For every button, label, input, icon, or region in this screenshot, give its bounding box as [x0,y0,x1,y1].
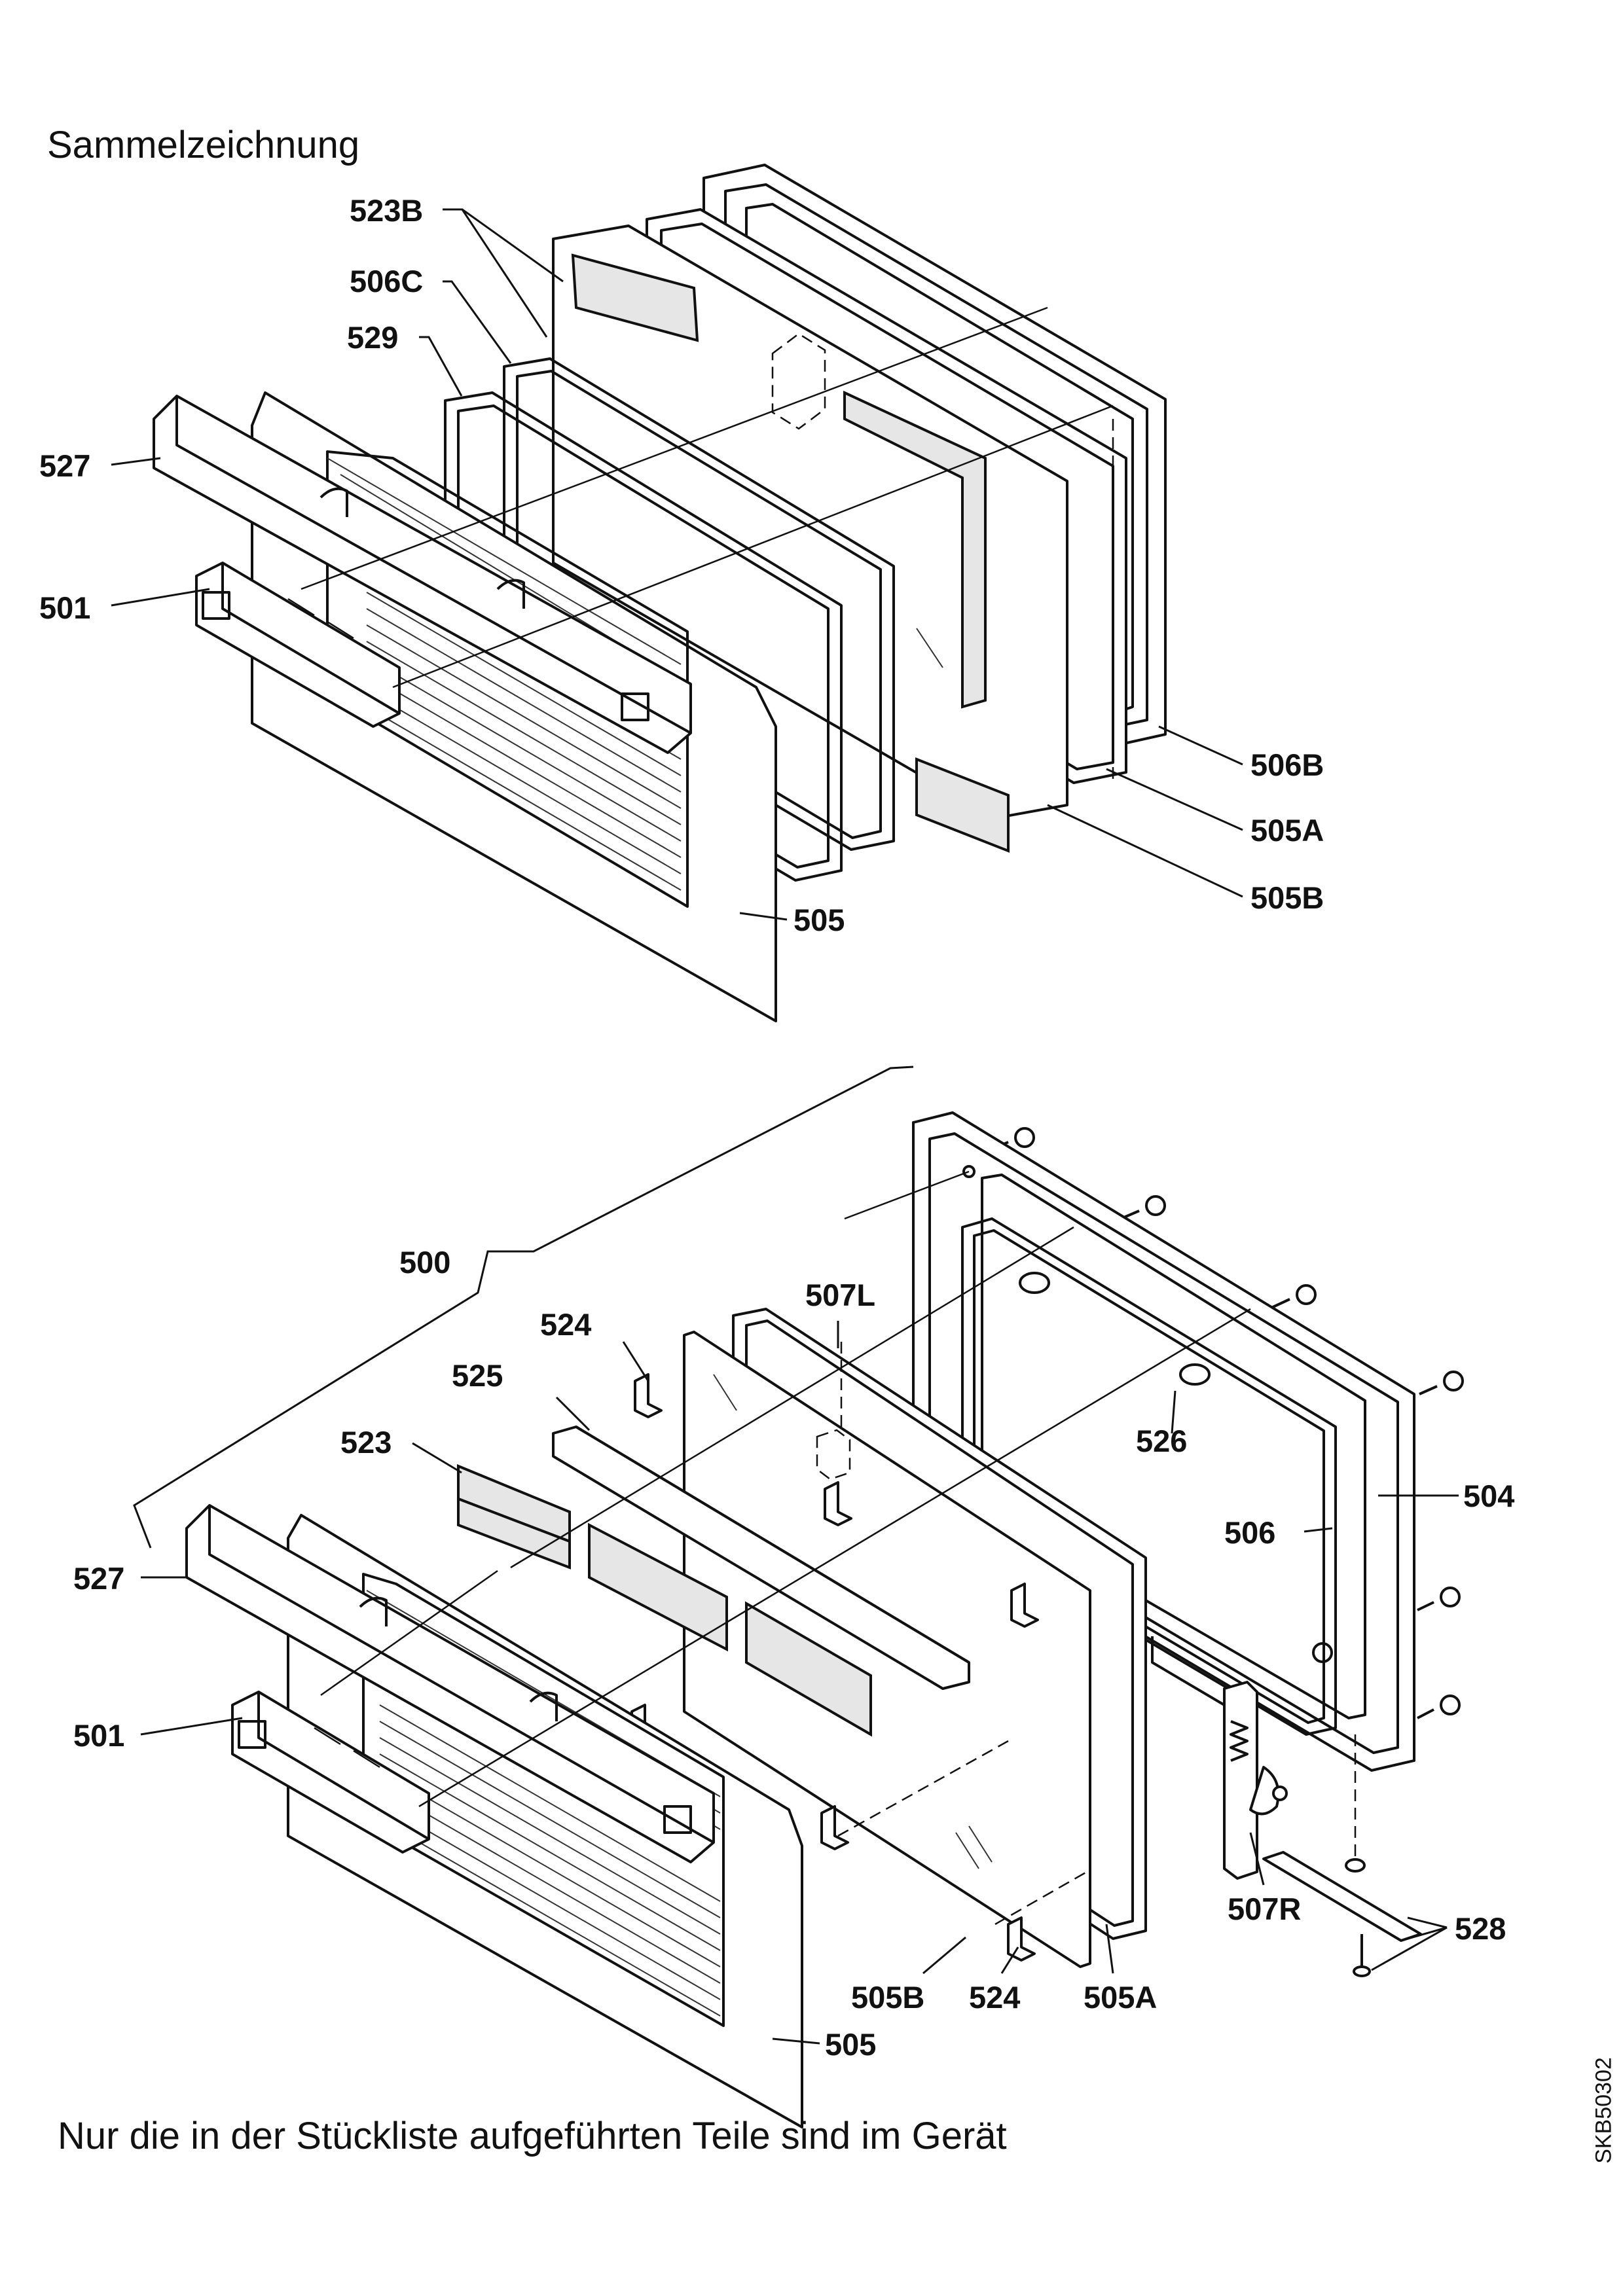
label-505: 505 [793,903,845,937]
label-529: 529 [347,320,398,355]
screw-icon [1271,1284,1317,1309]
screw-icon [1419,1371,1464,1395]
label-524-top: 524 [540,1307,591,1342]
screw-icon [1417,1695,1461,1719]
lower-assembly-axes [320,1170,1251,1926]
part-528-plate [1262,1734,1422,1977]
assembly-axis-1 [301,306,1048,590]
label-506: 506 [1224,1515,1275,1550]
part-523b-insulation [552,224,1068,853]
label-501-lower: 501 [73,1718,124,1753]
part-525-rail [552,1426,970,1690]
drawing-code-text: SKB50302 [1591,2057,1616,2164]
part-501-handle-lower [231,1691,430,1854]
label-501: 501 [39,590,90,625]
label-506c: 506C [350,264,423,298]
label-523: 523 [340,1425,392,1460]
part-507r-hinge [1223,1681,1288,1880]
label-528: 528 [1455,1911,1506,1946]
page-title: Sammelzeichnung [47,124,360,166]
part-526-spacers [1019,1272,1211,1386]
label-525: 525 [452,1358,503,1393]
assembly-500-bracket [133,1066,914,1549]
label-507r: 507R [1228,1892,1301,1926]
upper-exploded-view: 523B 506C 529 527 501 506B 505A 505B 505 [39,164,1324,1022]
lower-exploded-view: 500 507L 524 525 523 526 504 506 527 501… [73,1066,1514,2128]
footer-note: Nur die in der Stückliste aufgeführten T… [58,2115,1007,2157]
label-526: 526 [1136,1424,1187,1458]
label-504: 504 [1463,1479,1514,1513]
part-523-insulation [457,1464,872,1737]
label-505b: 505B [1250,880,1324,915]
label-527: 527 [39,448,90,483]
screw-icon [1417,1587,1461,1611]
label-527-lower: 527 [73,1561,124,1596]
panel-hatching [327,457,682,891]
label-524-bottom: 524 [969,1980,1020,2015]
assembly-axis-2 [392,404,1114,689]
label-523b: 523B [350,193,423,228]
part-501-handle [195,562,401,728]
label-500: 500 [399,1245,450,1280]
label-505a-lower: 505A [1084,1980,1157,2015]
label-507l: 507L [805,1278,875,1312]
label-505a: 505A [1250,813,1324,848]
screw-icon [1120,1195,1166,1220]
part-527-handle-trim [153,395,692,754]
lower-leader-lines [140,1321,1459,2045]
drawing-code: SKB50302 [1571,2036,1623,2193]
label-505-lower: 505 [825,2027,876,2062]
label-506b: 506B [1250,747,1324,782]
upper-leader-lines [111,208,1243,921]
label-505b-lower: 505B [851,1980,924,2015]
screw-icon [1353,1934,1371,1977]
part-507l-hinge [816,1342,851,1480]
